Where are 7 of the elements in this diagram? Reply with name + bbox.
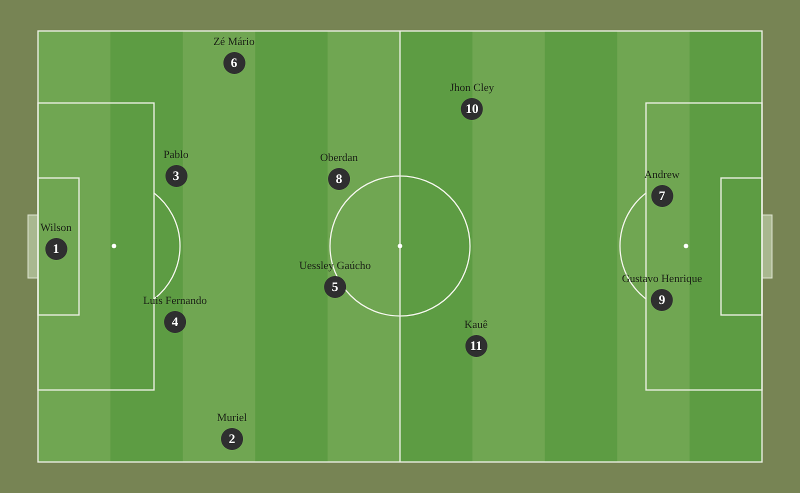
player-name: Zé Mário <box>213 36 255 49</box>
player-name: Muriel <box>217 412 247 425</box>
player-name: Wilson <box>40 222 72 235</box>
player-name: Oberdan <box>320 152 358 165</box>
player-name: Kauê <box>464 319 488 332</box>
player-name: Pablo <box>163 149 189 162</box>
player-name: Jhon Cley <box>450 82 494 95</box>
